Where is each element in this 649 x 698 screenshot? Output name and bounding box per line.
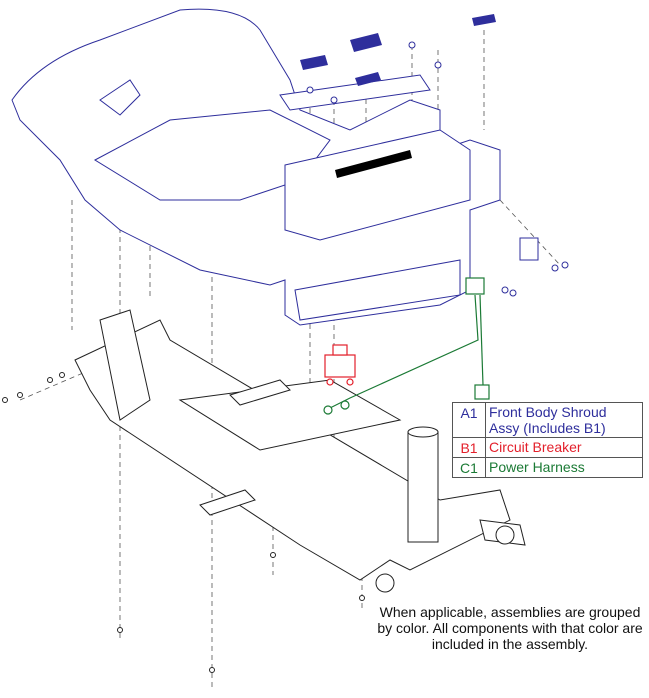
label-strip bbox=[335, 150, 412, 178]
legend-row-c1: C1 Power Harness bbox=[452, 457, 643, 478]
legend-code: B1 bbox=[452, 437, 486, 458]
legend-code: C1 bbox=[452, 457, 486, 478]
front-body-shroud bbox=[11, 8, 501, 326]
circuit-breaker bbox=[324, 344, 356, 386]
legend-label: Power Harness bbox=[485, 457, 643, 478]
legend-row-a1: A1 Front Body Shroud Assy (Includes B1) bbox=[452, 402, 643, 438]
power-harness bbox=[323, 277, 490, 415]
legend-row-b1: B1 Circuit Breaker bbox=[452, 437, 643, 458]
legend-label: Front Body Shroud Assy (Includes B1) bbox=[485, 402, 643, 438]
frame-bolts bbox=[2, 372, 365, 673]
legend-code: A1 bbox=[452, 402, 486, 438]
hardware-screws bbox=[306, 41, 569, 297]
base-frame bbox=[74, 309, 526, 593]
assembly-color-note: When applicable, assemblies are grouped … bbox=[377, 604, 643, 652]
legend-label: Circuit Breaker bbox=[485, 437, 643, 458]
decal-pads bbox=[300, 14, 496, 86]
assembly-legend: A1 Front Body Shroud Assy (Includes B1) … bbox=[452, 402, 643, 478]
